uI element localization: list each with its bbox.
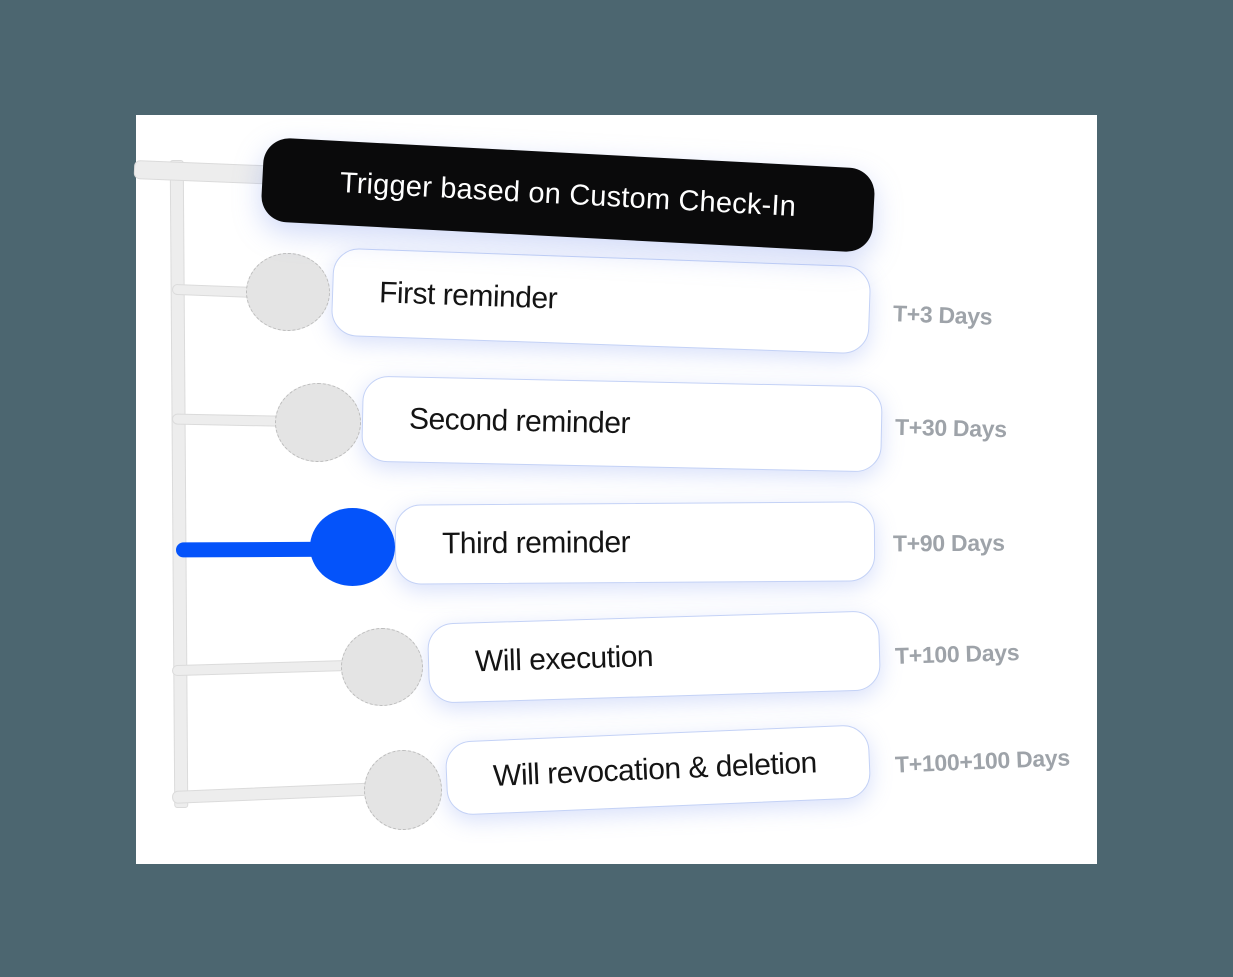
step-node-circle-active — [310, 508, 395, 586]
step-title: Will execution — [474, 640, 654, 679]
step-timing-label: T+90 Days — [892, 529, 1005, 557]
step-card-first-reminder: First reminder — [330, 247, 872, 355]
step-card-second-reminder: Second reminder — [361, 375, 883, 473]
step-card-will-revocation: Will revocation & deletion — [444, 724, 872, 816]
step-timing-label: T+100+100 Days — [894, 744, 1071, 778]
step-timing-label: T+3 Days — [892, 300, 993, 330]
step-title: Second reminder — [408, 402, 631, 441]
step-title: Third reminder — [441, 526, 631, 561]
step-title: Will revocation & deletion — [492, 746, 818, 793]
diagram-card: Trigger based on Custom Check-In First r… — [133, 115, 1097, 864]
trigger-header-pill: Trigger based on Custom Check-In — [260, 137, 876, 253]
step-node-circle — [275, 383, 361, 462]
step-node-circle — [341, 628, 423, 706]
step-node-circle — [364, 750, 442, 830]
timeline-trunk-line — [169, 159, 189, 809]
step-title: First reminder — [378, 276, 558, 316]
step-timing-label: T+30 Days — [894, 413, 1008, 443]
trigger-header-title: Trigger based on Custom Check-In — [339, 166, 797, 223]
step-node-circle — [246, 253, 330, 331]
step-card-third-reminder: Third reminder — [394, 501, 876, 585]
step-timing-label: T+100 Days — [894, 639, 1020, 669]
step-card-will-execution: Will execution — [426, 610, 882, 704]
